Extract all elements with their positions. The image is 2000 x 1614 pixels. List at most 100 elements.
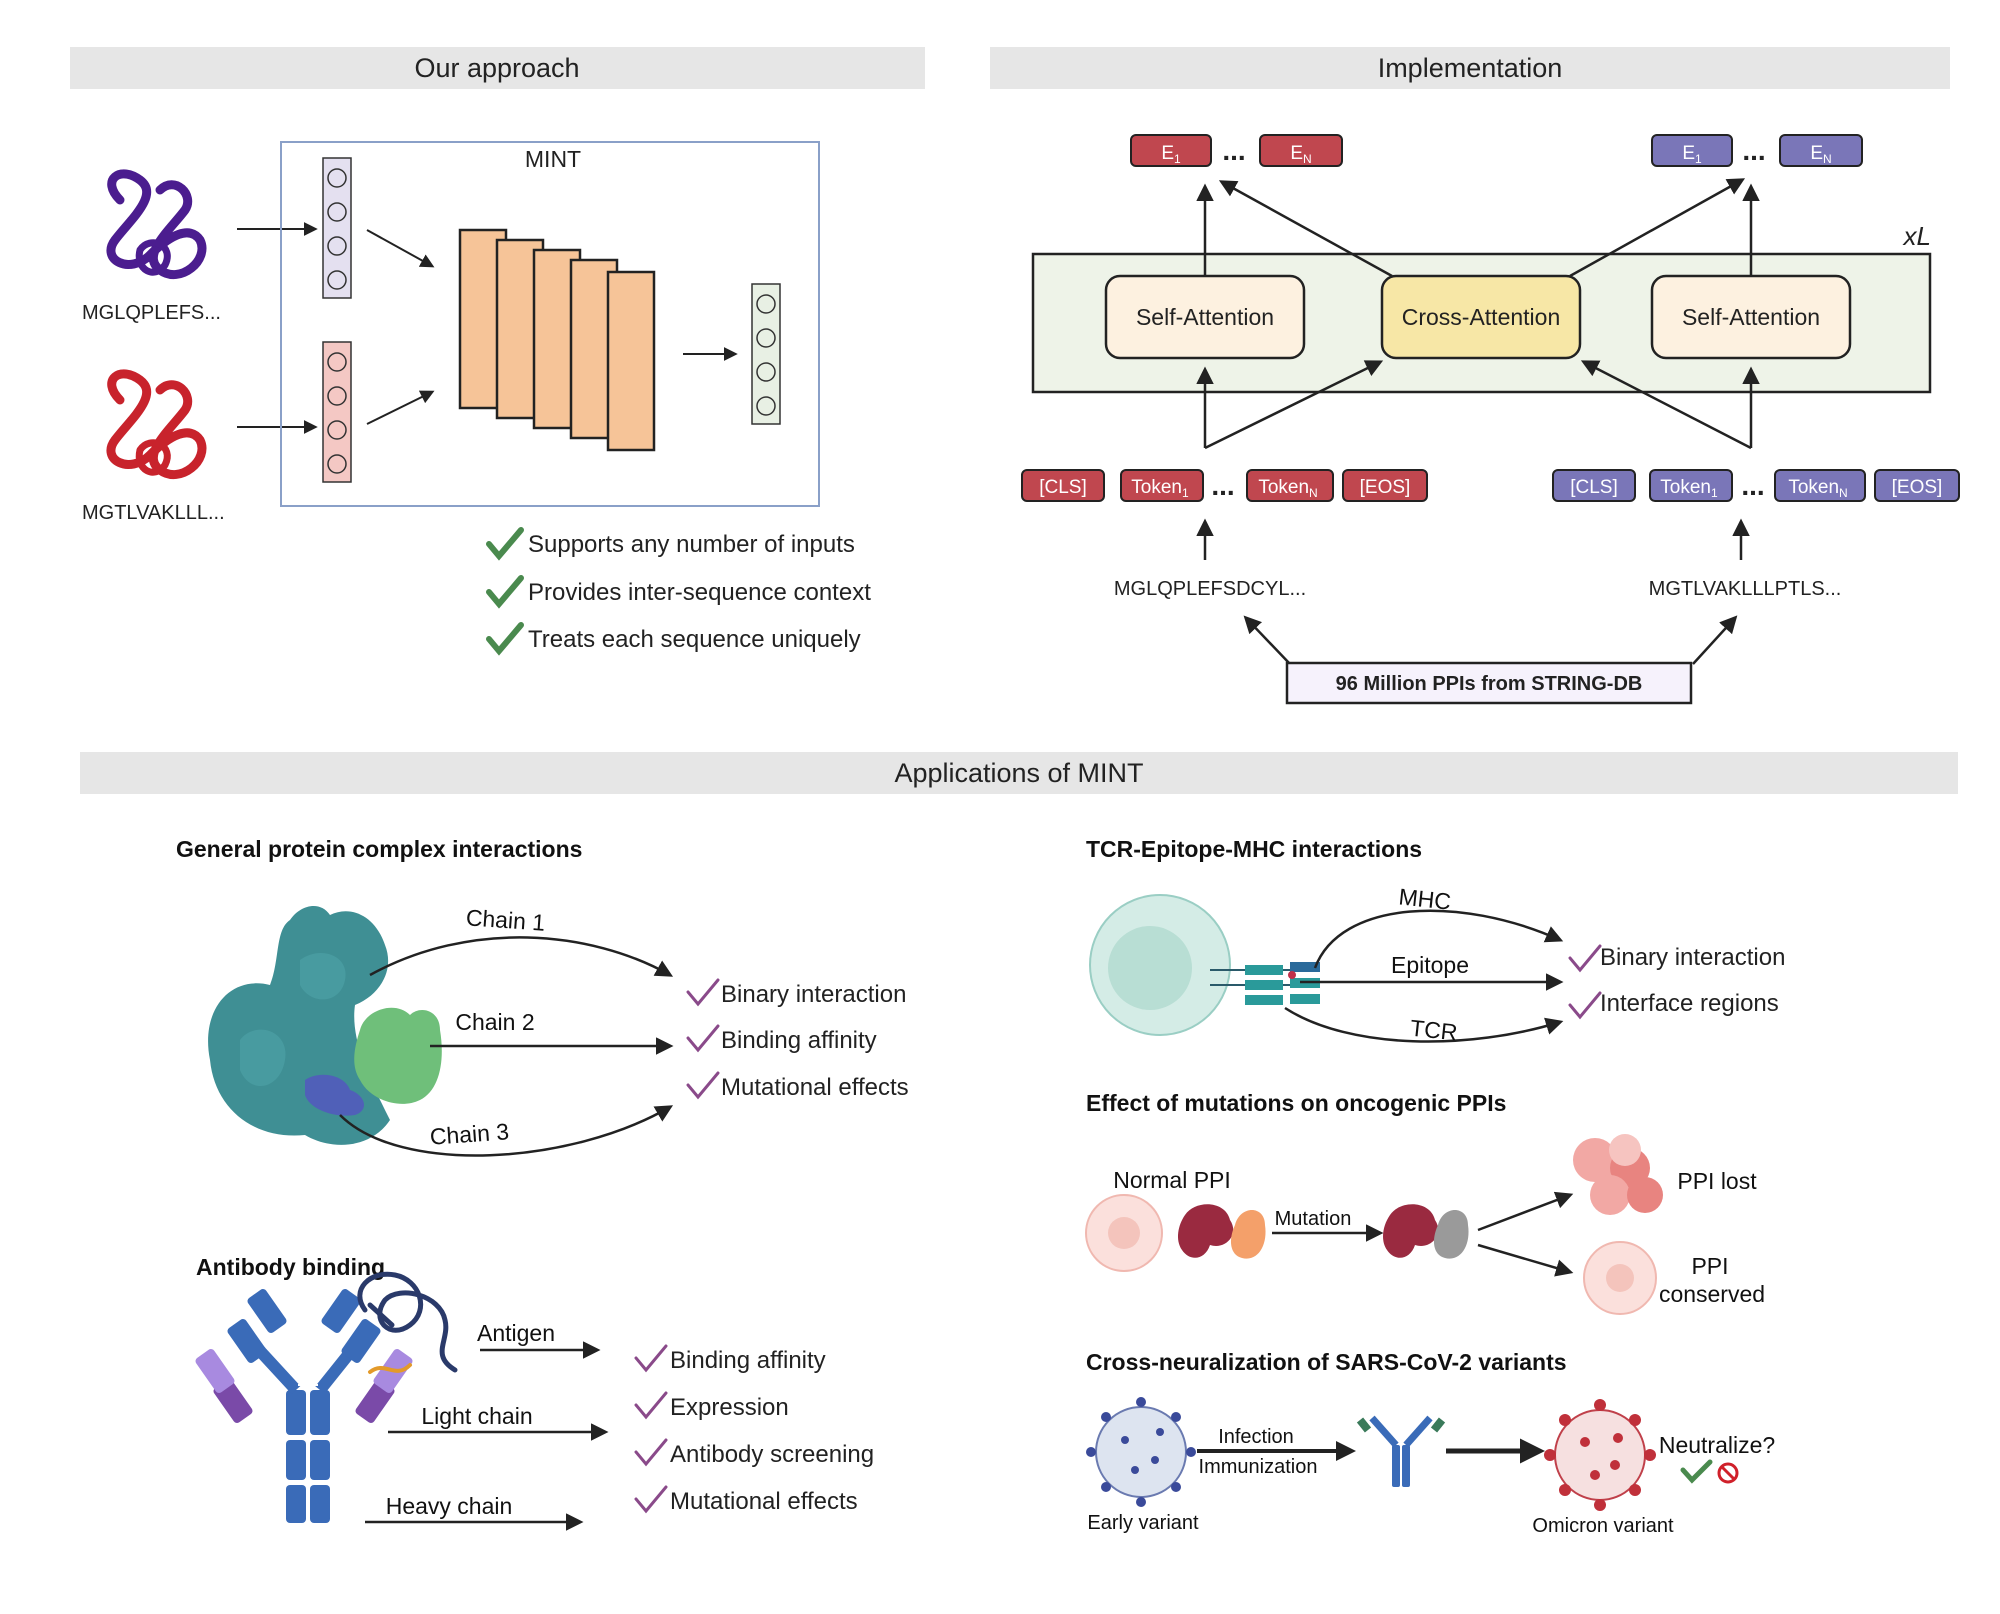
cross-attention-text: Cross-Attention [1402, 304, 1561, 330]
antigen-icon [357, 1271, 458, 1374]
embed-e1-right-text: E1 [1682, 143, 1702, 166]
check-icon [634, 1391, 668, 1420]
sars-section: Cross-neuralization of SARS-CoV-2 varian… [1086, 1349, 1775, 1537]
approach-seq1: MGLQPLEFS... [82, 302, 221, 324]
token-n-right: TokenN [1788, 477, 1847, 500]
token-n-left: TokenN [1258, 477, 1317, 500]
check-icon [634, 1438, 668, 1467]
token-cls-left: [CLS] [1039, 477, 1087, 498]
omicron-variant-label: Omicron variant [1532, 1515, 1674, 1537]
cross-attention [1380, 274, 1582, 360]
chain3-label: Chain 3 [429, 1118, 510, 1149]
infection-label: Infection [1218, 1426, 1294, 1448]
feature-1: Provides inter-sequence context [528, 579, 871, 606]
tokens-left: [CLS] Token1 ... TokenN [EOS] [1021, 469, 1428, 502]
mutated-ppi-icon [1383, 1204, 1469, 1259]
implementation-panel: E1 ... EN E1 ... EN xL Self-Attention Cr… [1021, 134, 1960, 705]
impl-seq-left: MGLQPLEFSDCYL... [1114, 578, 1306, 600]
antibody-title: Antibody binding [196, 1254, 385, 1280]
embed-en-left [1259, 134, 1343, 167]
check-icon [1568, 944, 1602, 973]
cancer-cell-icon [1573, 1134, 1663, 1215]
token-1-left: Token1 [1131, 477, 1189, 500]
antibody-checks: Binding affinity Expression Antibody scr… [634, 1344, 874, 1515]
feature-2: Treats each sequence uniquely [528, 626, 861, 653]
oncogenic-section: Effect of mutations on oncogenic PPIs No… [1085, 1090, 1765, 1315]
general-title: General protein complex interactions [176, 836, 582, 862]
antibody-check-0: Binding affinity [670, 1347, 826, 1374]
mhc-label: MHC [1397, 883, 1452, 914]
tcr-label: TCR [1409, 1015, 1459, 1046]
sars-title: Cross-neuralization of SARS-CoV-2 varian… [1086, 1349, 1567, 1375]
tcr-check-0: Binary interaction [1600, 944, 1785, 971]
mutation-label: Mutation [1275, 1208, 1352, 1230]
approach-panel: MGLQPLEFS... MGTLVAKLLL... MINT [82, 141, 871, 656]
token-1-right: Token1 [1660, 477, 1718, 500]
input-vector-purple [322, 157, 352, 299]
tcr-section: TCR-Epitope-MHC interactions MHC Epitope… [1086, 836, 1785, 1045]
epitope-label: Epitope [1391, 952, 1469, 978]
embed-e1-left-text: E1 [1161, 143, 1181, 166]
mint-box [280, 141, 820, 507]
early-variant-label: Early variant [1087, 1512, 1199, 1534]
header-implementation-text: Implementation [1378, 53, 1563, 83]
tokens-right: [CLS] Token1 ... TokenN [EOS] [1552, 469, 1960, 502]
token-dots-left: ... [1211, 470, 1234, 501]
approach-seq2: MGTLVAKLLL... [82, 502, 225, 524]
general-check-0: Binary interaction [721, 981, 906, 1008]
prohibited-icon [1717, 1462, 1739, 1484]
general-check-2: Mutational effects [721, 1074, 909, 1101]
token-cls-right: [CLS] [1570, 477, 1618, 498]
tcr-title: TCR-Epitope-MHC interactions [1086, 836, 1422, 862]
neutralize-label: Neutralize? [1659, 1432, 1775, 1458]
normal-cell-icon [1085, 1194, 1163, 1272]
immunization-label: Immunization [1199, 1456, 1318, 1478]
token-dots-right: ... [1741, 470, 1764, 501]
protein-purple-icon [106, 169, 207, 280]
check-icon [486, 575, 524, 609]
feature-0: Supports any number of inputs [528, 531, 855, 558]
embed-dots-right: ... [1742, 135, 1765, 166]
antibody-check-2: Antibody screening [670, 1441, 874, 1468]
embed-en-right [1779, 134, 1863, 167]
header-applications: Applications of MINT [80, 752, 1958, 794]
self-attention-right-text: Self-Attention [1682, 304, 1820, 330]
normal-ppi-icon [1178, 1204, 1266, 1259]
tcr-checks: Binary interaction Interface regions [1568, 944, 1785, 1020]
protein-complex-icon [208, 905, 442, 1145]
embed-e1-right [1651, 134, 1733, 167]
chain1-label: Chain 1 [465, 904, 546, 935]
check-icon [486, 527, 524, 561]
check-icon [686, 1071, 720, 1100]
antigen-label: Antigen [477, 1320, 555, 1346]
feature-list: Supports any number of inputs Provides i… [486, 527, 871, 656]
token-eos-left: [EOS] [1360, 477, 1411, 498]
check-icon [1680, 1459, 1713, 1484]
string-db-box [1285, 661, 1693, 705]
early-virus-icon [1086, 1397, 1196, 1507]
check-icon [1568, 991, 1602, 1020]
tcr-check-1: Interface regions [1600, 990, 1779, 1017]
input-vector-red [322, 341, 352, 483]
antibody-section: Antibody binding [195, 1254, 874, 1531]
mint-label: MINT [525, 146, 581, 172]
oncogenic-title: Effect of mutations on oncogenic PPIs [1086, 1090, 1506, 1116]
general-checks: Binary interaction Binding affinity Muta… [686, 978, 909, 1101]
chain2-label: Chain 2 [455, 1009, 534, 1035]
heavy-chain-label: Heavy chain [386, 1493, 513, 1519]
ppi-lost-label: PPI lost [1677, 1168, 1757, 1194]
impl-seq-right: MGTLVAKLLLPTLS... [1649, 578, 1842, 600]
antibody-check-1: Expression [670, 1394, 789, 1421]
embed-en-right-text: EN [1810, 143, 1831, 166]
small-antibody-icon [1356, 1415, 1446, 1487]
check-icon [634, 1485, 668, 1514]
network-layers [458, 228, 656, 452]
ppi-conserved-label-2: conserved [1659, 1281, 1765, 1307]
header-applications-text: Applications of MINT [894, 758, 1143, 788]
light-chain-label: Light chain [421, 1403, 532, 1429]
header-implementation: Implementation [990, 47, 1950, 89]
omicron-virus-icon [1544, 1399, 1656, 1511]
ppi-conserved-label-1: PPI [1691, 1253, 1728, 1279]
check-icon [486, 622, 524, 656]
check-icon [686, 1024, 720, 1053]
